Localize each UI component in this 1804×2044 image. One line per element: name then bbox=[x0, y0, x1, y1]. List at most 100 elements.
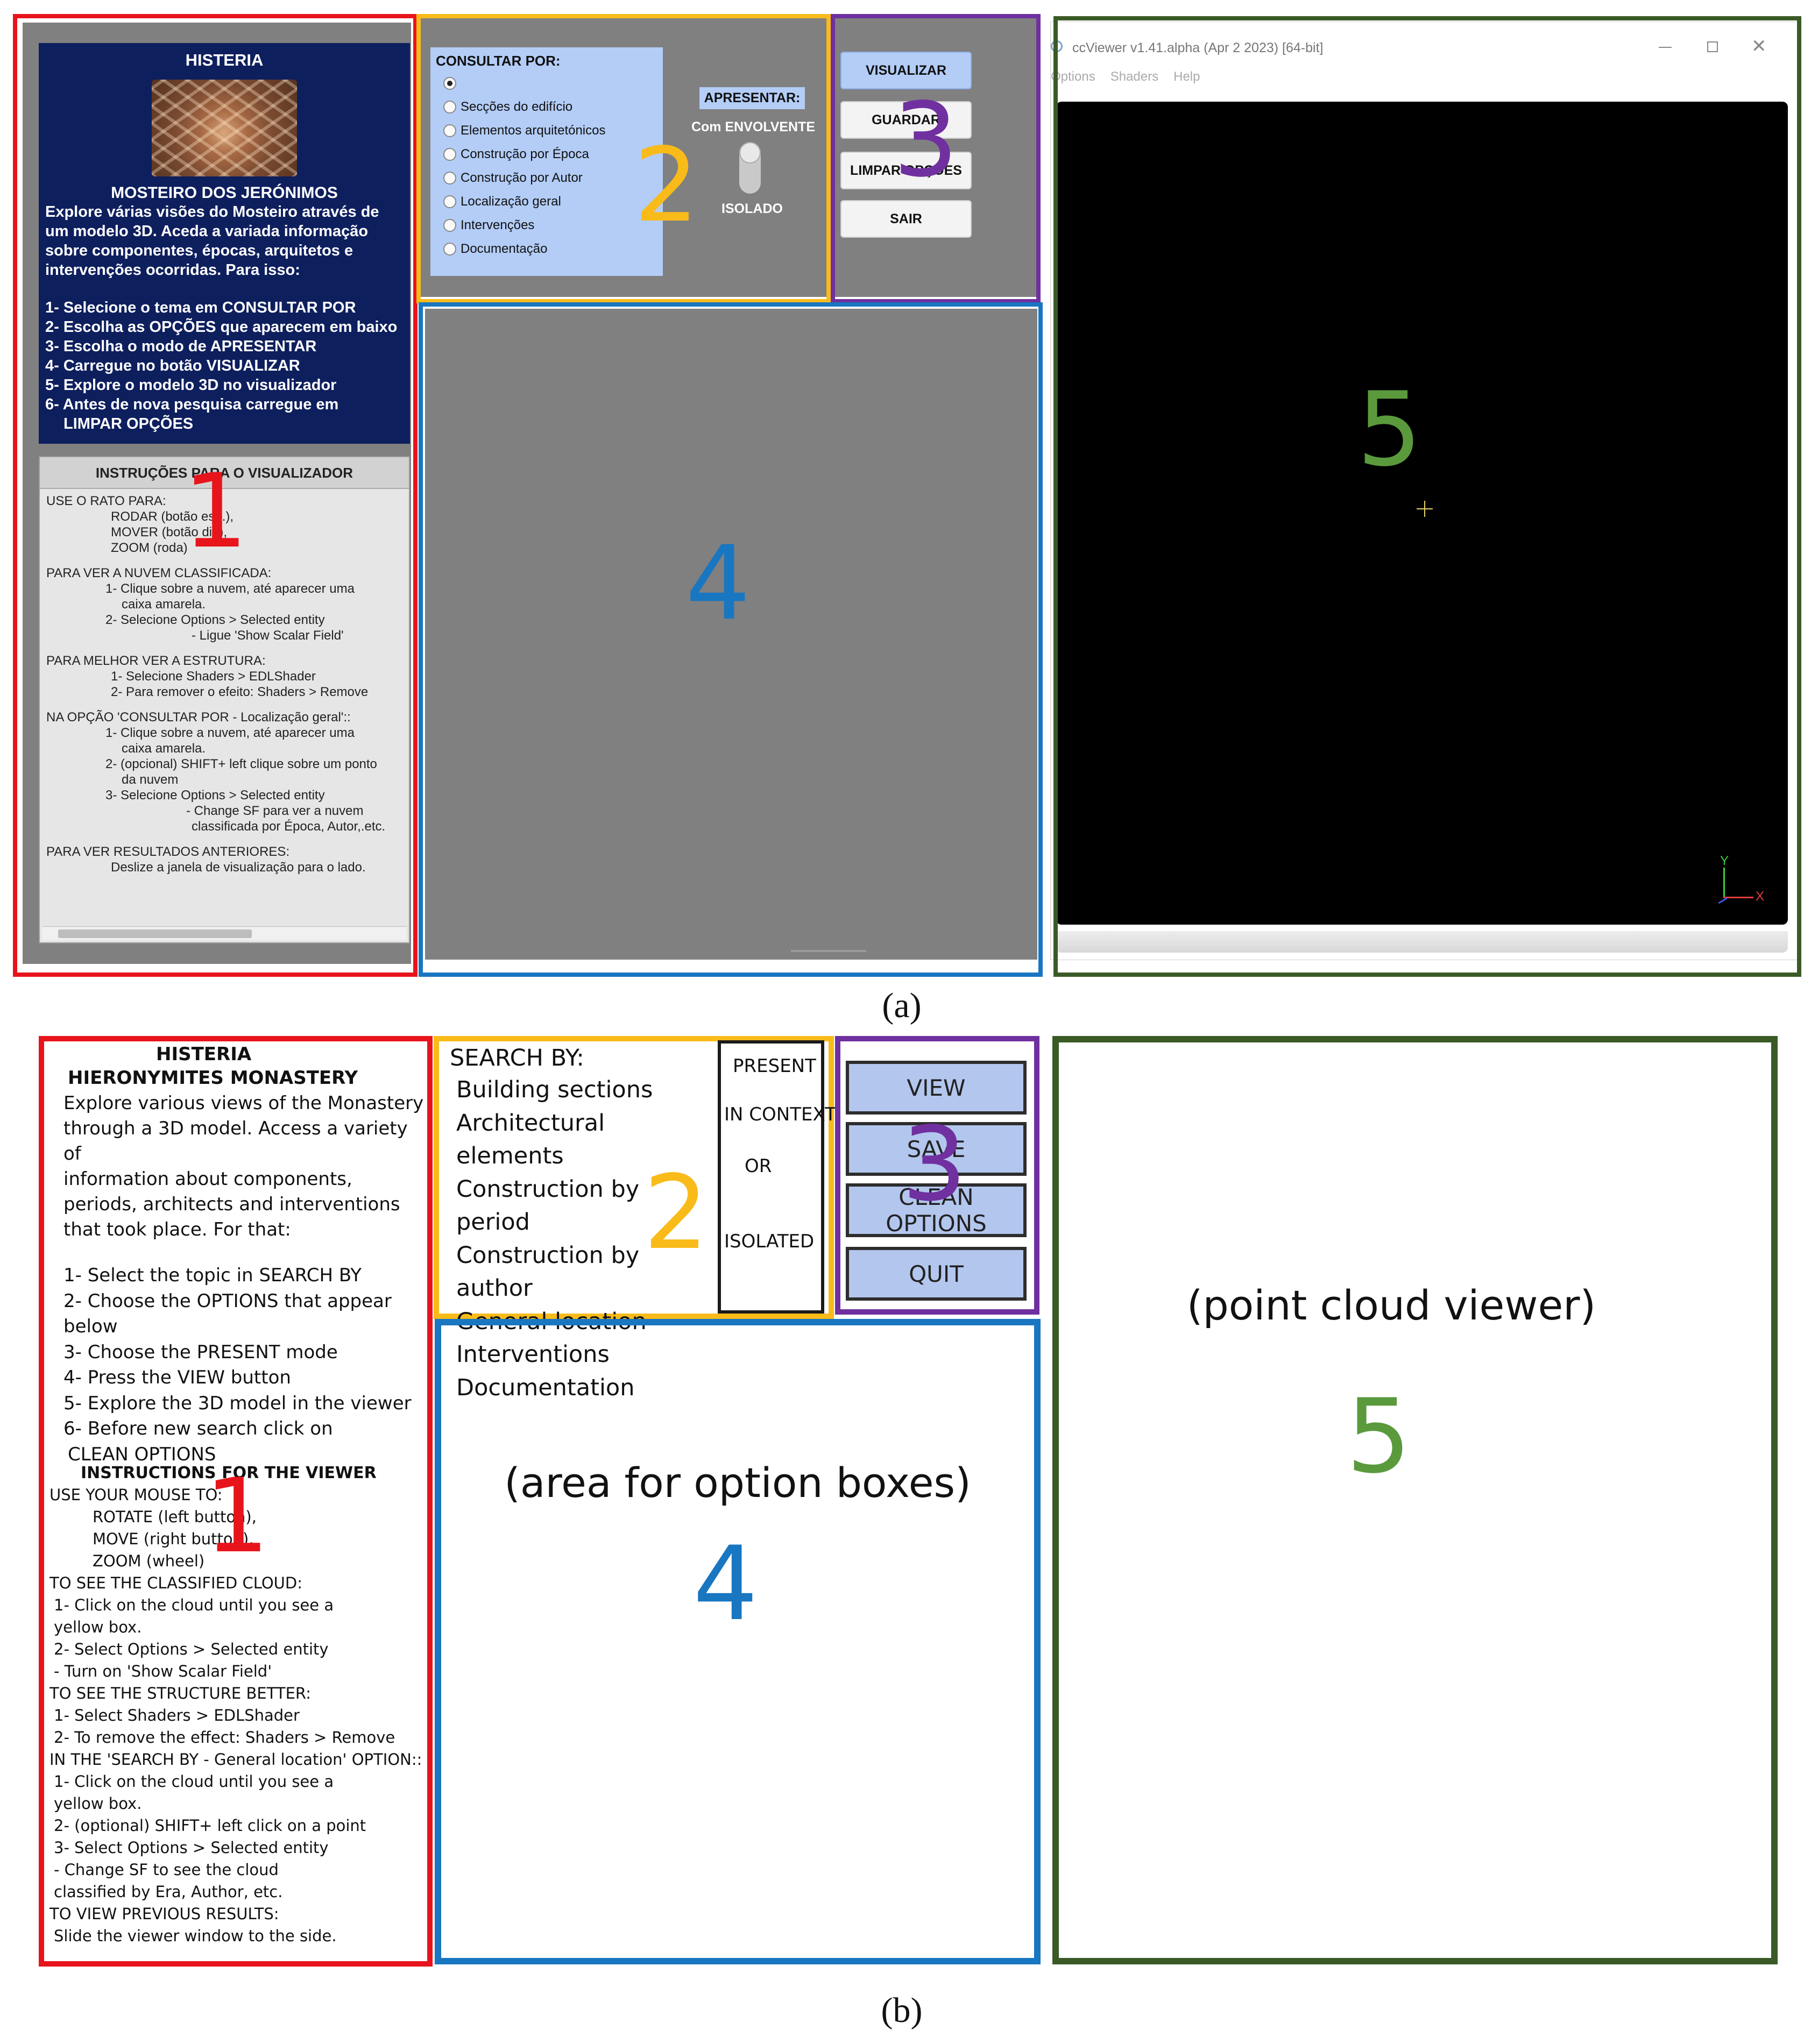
b-present-box: PRESENT IN CONTEXT OR ISOLATED bbox=[718, 1040, 836, 1314]
b-instructions-header: INSTRUCTIONS FOR THE VIEWER bbox=[81, 1464, 377, 1482]
a-instructions-panel[interactable]: INSTRUÇÕES PARA O VISUALIZADOR USE O RAT… bbox=[39, 456, 410, 943]
monastery-photo bbox=[152, 80, 297, 176]
b-intro-title: HISTERIA bbox=[156, 1044, 252, 1065]
a-step: 5- Explore o modelo 3D no visualizador bbox=[45, 377, 337, 394]
a-consult-header: CONSULTAR POR: bbox=[436, 53, 561, 69]
a-consult-option[interactable]: Construção por Autor bbox=[430, 166, 663, 190]
a-consult-option[interactable]: Documentação bbox=[430, 237, 663, 261]
a-instr-line: PARA VER A NUVEM CLASSIFICADA: bbox=[46, 566, 272, 580]
b-quit-button[interactable]: QUIT bbox=[846, 1247, 1027, 1301]
b-search-option[interactable]: Construction by period bbox=[456, 1175, 640, 1236]
a-instr-line: PARA MELHOR VER A ESTRUTURA: bbox=[46, 654, 266, 668]
radio-icon[interactable] bbox=[443, 195, 456, 208]
minimize-icon[interactable] bbox=[1659, 47, 1672, 48]
a-instr-line: caixa amarela. bbox=[122, 597, 206, 612]
a-step: 4- Carregue no botão VISUALIZAR bbox=[45, 357, 300, 374]
b-search-option[interactable]: Architectural elements bbox=[456, 1109, 605, 1170]
a-present-toggle[interactable] bbox=[739, 142, 761, 194]
b-intro-steps: 1- Select the topic in SEARCH BY 2- Choo… bbox=[63, 1265, 412, 1465]
a-present-label: APRESENTAR: bbox=[699, 87, 805, 109]
a-step: 2- Escolha as OPÇÕES que aparecem em bai… bbox=[45, 318, 398, 336]
a-intro-steps: 1- Selecione o tema em CONSULTAR POR 2- … bbox=[39, 280, 410, 434]
a-instr-line: - Change SF para ver a nuvem bbox=[186, 804, 364, 818]
b-frame-1 bbox=[39, 1036, 433, 1967]
b-present-label: PRESENT bbox=[733, 1055, 816, 1077]
a-consult-panel: CONSULTAR POR: Secções do edifício Eleme… bbox=[430, 47, 663, 276]
a-consult-option[interactable]: Elementos arquitetónicos bbox=[430, 119, 663, 143]
a-instructions-body: USE O RATO PARA: RODAR (botão esq.), MOV… bbox=[40, 489, 409, 875]
a-consult-option[interactable]: Localização geral bbox=[430, 190, 663, 214]
a-frame-3 bbox=[831, 14, 1041, 303]
b-present-or: OR bbox=[745, 1155, 772, 1177]
radio-selected-icon[interactable] bbox=[443, 77, 456, 90]
b-present-context[interactable]: IN CONTEXT bbox=[724, 1104, 836, 1125]
axes-gizmo-icon: Y X bbox=[1718, 854, 1768, 907]
a-instr-line: 1- Selecione Shaders > EDLShader bbox=[111, 669, 316, 684]
a-label-5: 5 bbox=[1357, 370, 1422, 489]
b-frame-3 bbox=[835, 1036, 1039, 1315]
a-instr-line: ZOOM (roda) bbox=[111, 541, 188, 555]
b-intro: HISTERIA HIERONYMITES MONASTERY Explore … bbox=[63, 1044, 429, 1467]
b-frame-5 bbox=[1052, 1036, 1778, 1964]
a-viewer-bottom-bar bbox=[1056, 931, 1788, 953]
a-instr-line: 2- (opcional) SHIFT+ left clique sobre u… bbox=[105, 757, 377, 771]
caption-b: (b) bbox=[881, 1991, 923, 2030]
a-consult-option[interactable] bbox=[430, 72, 663, 95]
radio-icon[interactable] bbox=[443, 148, 456, 161]
a-exit-button[interactable]: SAIR bbox=[840, 200, 972, 238]
a-instr-line: USE O RATO PARA: bbox=[46, 494, 166, 508]
scrollbar-thumb[interactable] bbox=[58, 929, 252, 938]
b-search-option[interactable]: Documentation bbox=[456, 1374, 635, 1401]
a-instr-line: caixa amarela. bbox=[122, 741, 206, 756]
caption-a: (a) bbox=[882, 986, 922, 1025]
b-present-isolated[interactable]: ISOLATED bbox=[724, 1231, 815, 1252]
a-horizontal-scrollbar[interactable] bbox=[42, 926, 407, 940]
a-visualize-button[interactable]: VISUALIZAR bbox=[840, 52, 972, 89]
axis-y-label: Y bbox=[1720, 854, 1729, 868]
a-viewer-menu: Options Shaders Help bbox=[1051, 69, 1200, 84]
b-instructions: INSTRUCTIONS FOR THE VIEWER USE YOUR MOU… bbox=[49, 1462, 426, 1947]
b-save-button[interactable]: SAVE bbox=[846, 1122, 1027, 1176]
a-instr-line: 1- Clique sobre a nuvem, até aparecer um… bbox=[105, 581, 355, 596]
a-instr-line: classificada por Época, Autor,.etc. bbox=[192, 819, 386, 834]
a-step: 3- Escolha o modo de APRESENTAR bbox=[45, 338, 317, 355]
radio-icon[interactable] bbox=[443, 124, 456, 137]
menu-options[interactable]: Options bbox=[1051, 69, 1095, 84]
a-clear-options-button[interactable]: LIMPAR OPÇÕES bbox=[840, 152, 972, 189]
a-consult-option[interactable]: Intervenções bbox=[430, 214, 663, 237]
a-intro-description: Explore várias visões do Mosteiro atravé… bbox=[45, 203, 379, 279]
radio-icon[interactable] bbox=[443, 101, 456, 113]
b-search-option[interactable]: Interventions bbox=[456, 1341, 610, 1368]
menu-shaders[interactable]: Shaders bbox=[1110, 69, 1159, 84]
b-view-button[interactable]: VIEW bbox=[846, 1061, 1027, 1115]
maximize-icon[interactable] bbox=[1707, 41, 1718, 52]
a-instr-line: - Ligue 'Show Scalar Field' bbox=[192, 628, 344, 643]
b-viewer-label: (point cloud viewer) bbox=[1186, 1281, 1596, 1329]
a-consult-option[interactable]: Secções do edifício bbox=[430, 95, 663, 119]
radio-icon[interactable] bbox=[443, 243, 456, 256]
a-label-2: 2 bbox=[634, 126, 699, 245]
a-save-button[interactable]: GUARDAR bbox=[840, 101, 972, 139]
a-step: 1- Selecione o tema em CONSULTAR POR bbox=[45, 299, 356, 316]
a-option-area-divider bbox=[791, 950, 866, 952]
radio-icon[interactable] bbox=[443, 172, 456, 184]
a-label-1: 1 bbox=[183, 452, 248, 571]
close-icon[interactable]: ✕ bbox=[1751, 36, 1767, 56]
b-clean-options-button[interactable]: CLEAN OPTIONS bbox=[846, 1183, 1027, 1237]
a-step: LIMPAR OPÇÕES bbox=[63, 415, 194, 432]
a-instr-line: RODAR (botão esq.), bbox=[111, 509, 234, 524]
b-search-option[interactable]: Construction by author bbox=[456, 1241, 640, 1302]
b-search-option[interactable]: Building sections bbox=[456, 1076, 653, 1103]
a-instr-line: NA OPÇÃO 'CONSULTAR POR - Localização ge… bbox=[46, 710, 351, 725]
a-monastery-title: MOSTEIRO DOS JERÓNIMOS bbox=[111, 184, 338, 202]
b-label-1: 1 bbox=[204, 1457, 270, 1575]
a-instructions-header: INSTRUÇÕES PARA O VISUALIZADOR bbox=[40, 457, 409, 489]
menu-help[interactable]: Help bbox=[1173, 69, 1200, 84]
toggle-knob[interactable] bbox=[739, 142, 761, 164]
a-viewer-canvas[interactable]: Y X bbox=[1056, 102, 1788, 925]
b-label-5: 5 bbox=[1346, 1377, 1411, 1496]
a-instr-line: PARA VER RESULTADOS ANTERIORES: bbox=[46, 844, 290, 859]
radio-icon[interactable] bbox=[443, 219, 456, 232]
a-consult-option[interactable]: Construção por Época bbox=[430, 143, 663, 166]
a-instr-line: MOVER (botão dir.), bbox=[111, 525, 228, 540]
